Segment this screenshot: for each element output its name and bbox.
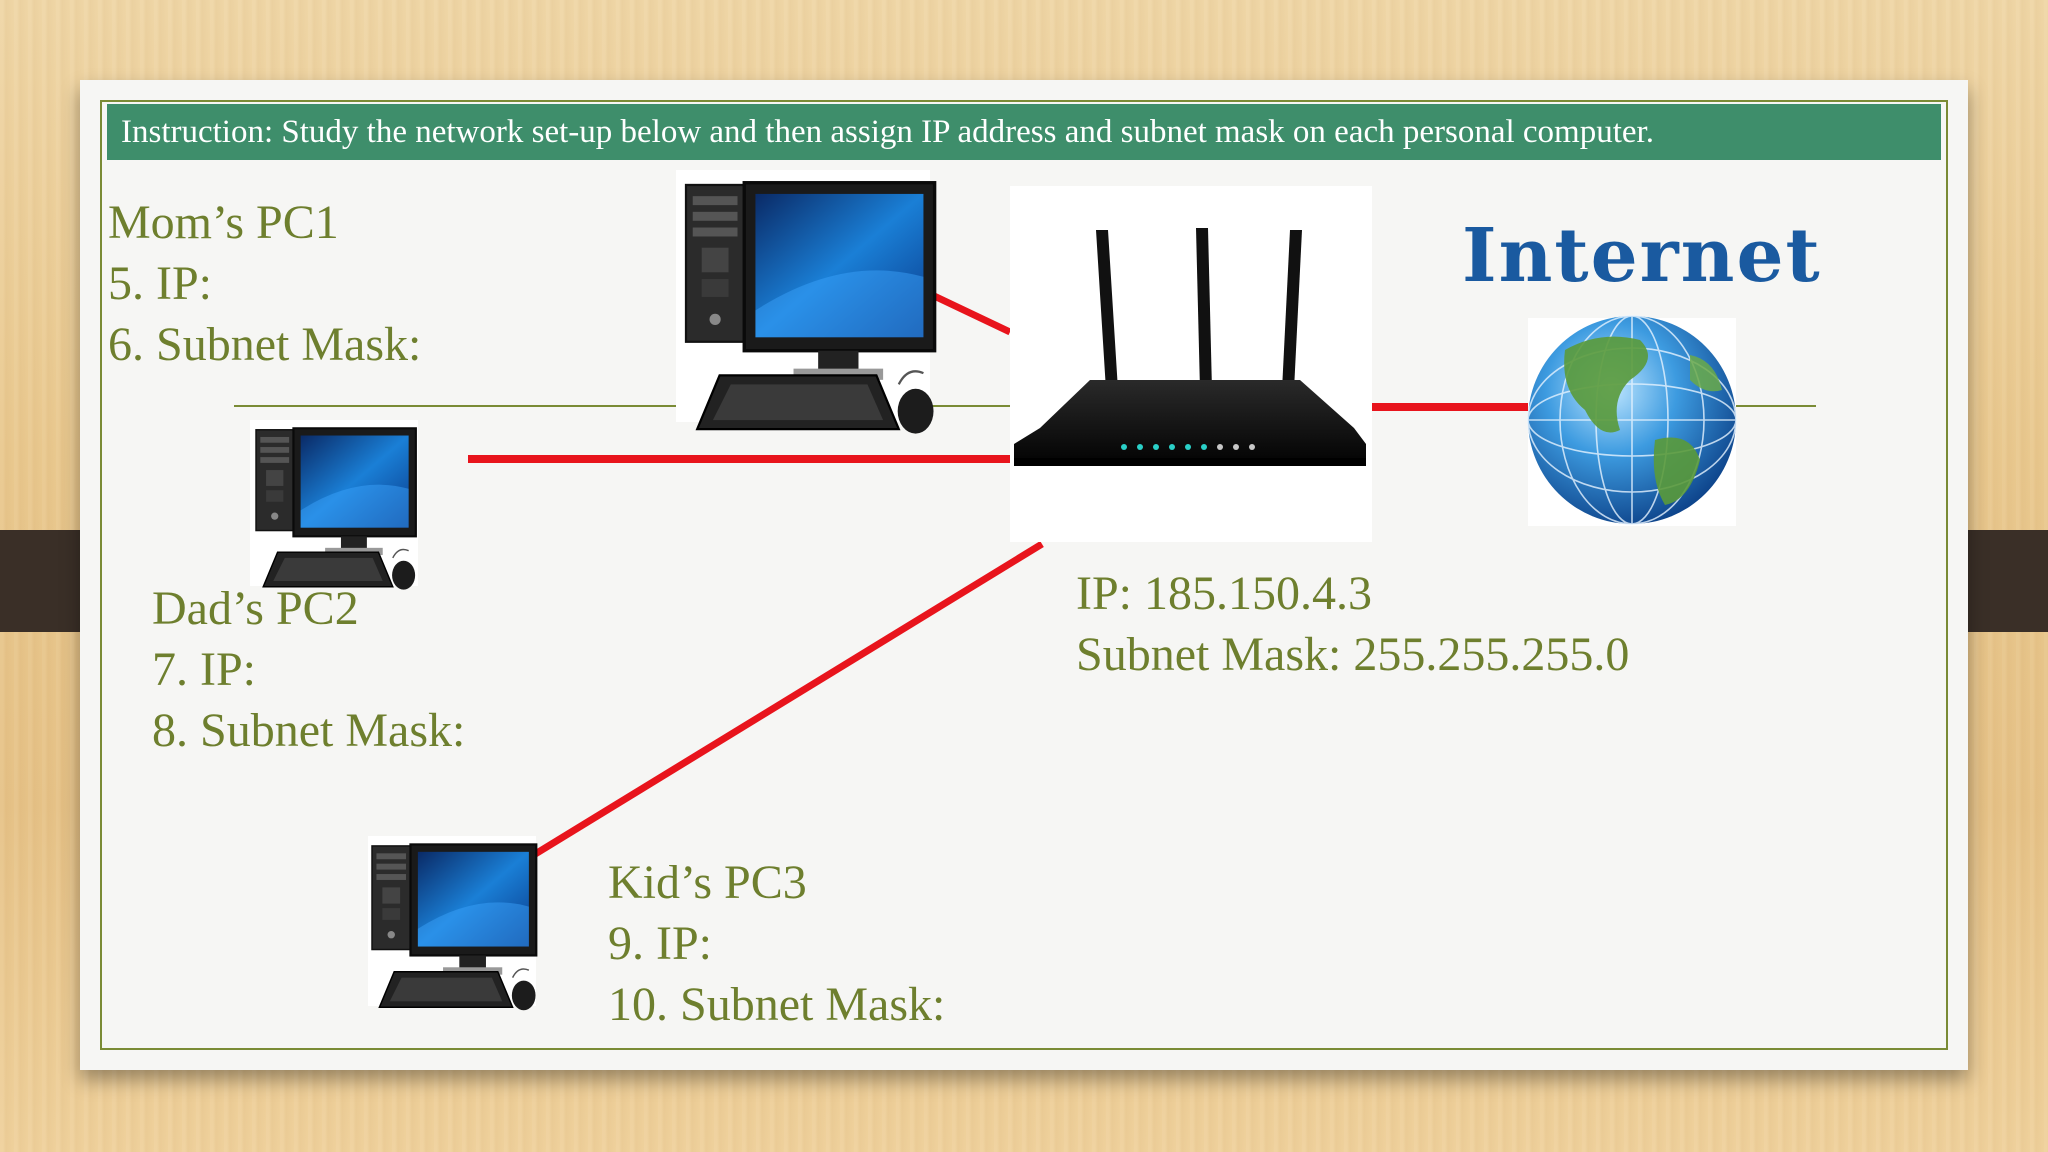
pc1-ip-label: 5. IP: bbox=[108, 257, 213, 310]
pc1-label-block: Mom’s PC1 5. IP: 6. Subnet Mask: bbox=[108, 192, 421, 375]
pc2-label-block: Dad’s PC2 7. IP: 8. Subnet Mask: bbox=[152, 578, 465, 761]
pc3-ip-label: 9. IP: bbox=[608, 917, 713, 970]
divider-line-left bbox=[234, 405, 676, 407]
router-ip: IP: 185.150.4.3 bbox=[1076, 567, 1373, 620]
pc3-mask-label: 10. Subnet Mask: bbox=[608, 978, 946, 1031]
slide-frame bbox=[100, 100, 1948, 1050]
cable-pc1-router bbox=[928, 290, 1012, 336]
pc3-title: Kid’s PC3 bbox=[608, 856, 807, 909]
pc2-ip-label: 7. IP: bbox=[152, 643, 257, 696]
desktop-computer-icon bbox=[250, 420, 418, 591]
desktop-computer-icon bbox=[676, 170, 937, 436]
globe-icon bbox=[1527, 315, 1737, 526]
pc3-label-block: Kid’s PC3 9. IP: 10. Subnet Mask: bbox=[608, 852, 945, 1035]
pc2-mask-label: 8. Subnet Mask: bbox=[152, 704, 466, 757]
internet-title: Internet bbox=[1462, 213, 1822, 299]
wifi-router-icon bbox=[1010, 186, 1372, 542]
divider-line-mid bbox=[930, 405, 1010, 407]
pc1-title: Mom’s PC1 bbox=[108, 196, 339, 249]
router-subnet-mask: Subnet Mask: 255.255.255.0 bbox=[1076, 628, 1630, 681]
desktop-computer-icon bbox=[368, 836, 538, 1012]
router-label-block: IP: 185.150.4.3 Subnet Mask: 255.255.255… bbox=[1076, 563, 1629, 685]
divider-line-right bbox=[1736, 405, 1816, 407]
cable-pc3-router bbox=[530, 541, 1044, 859]
pc1-mask-label: 6. Subnet Mask: bbox=[108, 318, 422, 371]
instruction-banner: Instruction: Study the network set-up be… bbox=[107, 104, 1941, 160]
pc2-title: Dad’s PC2 bbox=[152, 582, 359, 635]
